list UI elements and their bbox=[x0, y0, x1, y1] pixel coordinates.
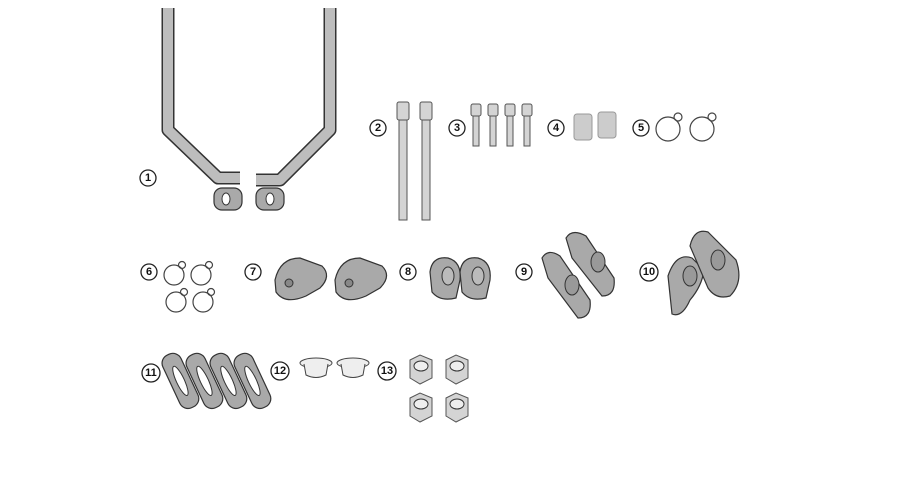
callout-10: 10 bbox=[639, 262, 659, 282]
part-1-brackets bbox=[161, 8, 337, 211]
part-6-clips bbox=[163, 260, 216, 313]
part-4-spacers bbox=[573, 111, 617, 141]
svg-text:1: 1 bbox=[145, 172, 151, 184]
callout-11: 11 bbox=[141, 363, 161, 383]
callout-4: 4 bbox=[547, 119, 565, 137]
callout-3: 3 bbox=[448, 119, 466, 137]
part-13-nuts bbox=[409, 354, 469, 423]
callout-13: 13 bbox=[377, 361, 397, 381]
svg-text:5: 5 bbox=[638, 122, 644, 134]
svg-text:6: 6 bbox=[146, 266, 152, 278]
svg-text:2: 2 bbox=[375, 122, 381, 134]
callout-5: 5 bbox=[632, 119, 650, 137]
callout-2: 2 bbox=[369, 119, 387, 137]
callout-12: 12 bbox=[270, 361, 290, 381]
svg-text:10: 10 bbox=[643, 266, 655, 278]
callout-9: 9 bbox=[515, 263, 533, 281]
svg-text:8: 8 bbox=[405, 266, 411, 278]
part-9-plates bbox=[541, 231, 615, 319]
part-8-adapters bbox=[429, 257, 491, 300]
part-11-gaskets bbox=[161, 352, 272, 410]
part-3-short-screws bbox=[470, 103, 533, 147]
callout-1: 1 bbox=[139, 169, 157, 187]
svg-text:4: 4 bbox=[553, 122, 560, 134]
svg-text:11: 11 bbox=[145, 367, 157, 379]
svg-text:7: 7 bbox=[250, 266, 256, 278]
part-5-clips bbox=[655, 112, 717, 142]
part-2-long-screws bbox=[396, 101, 433, 221]
callout-6: 6 bbox=[140, 263, 158, 281]
svg-text:9: 9 bbox=[521, 266, 527, 278]
callout-8: 8 bbox=[399, 263, 417, 281]
callout-7: 7 bbox=[244, 263, 262, 281]
part-7-adapters bbox=[274, 257, 388, 301]
svg-text:13: 13 bbox=[381, 365, 393, 377]
svg-text:12: 12 bbox=[274, 365, 286, 377]
part-10-plates bbox=[667, 230, 740, 316]
part-12-caps bbox=[299, 357, 370, 378]
svg-text:3: 3 bbox=[454, 122, 460, 134]
